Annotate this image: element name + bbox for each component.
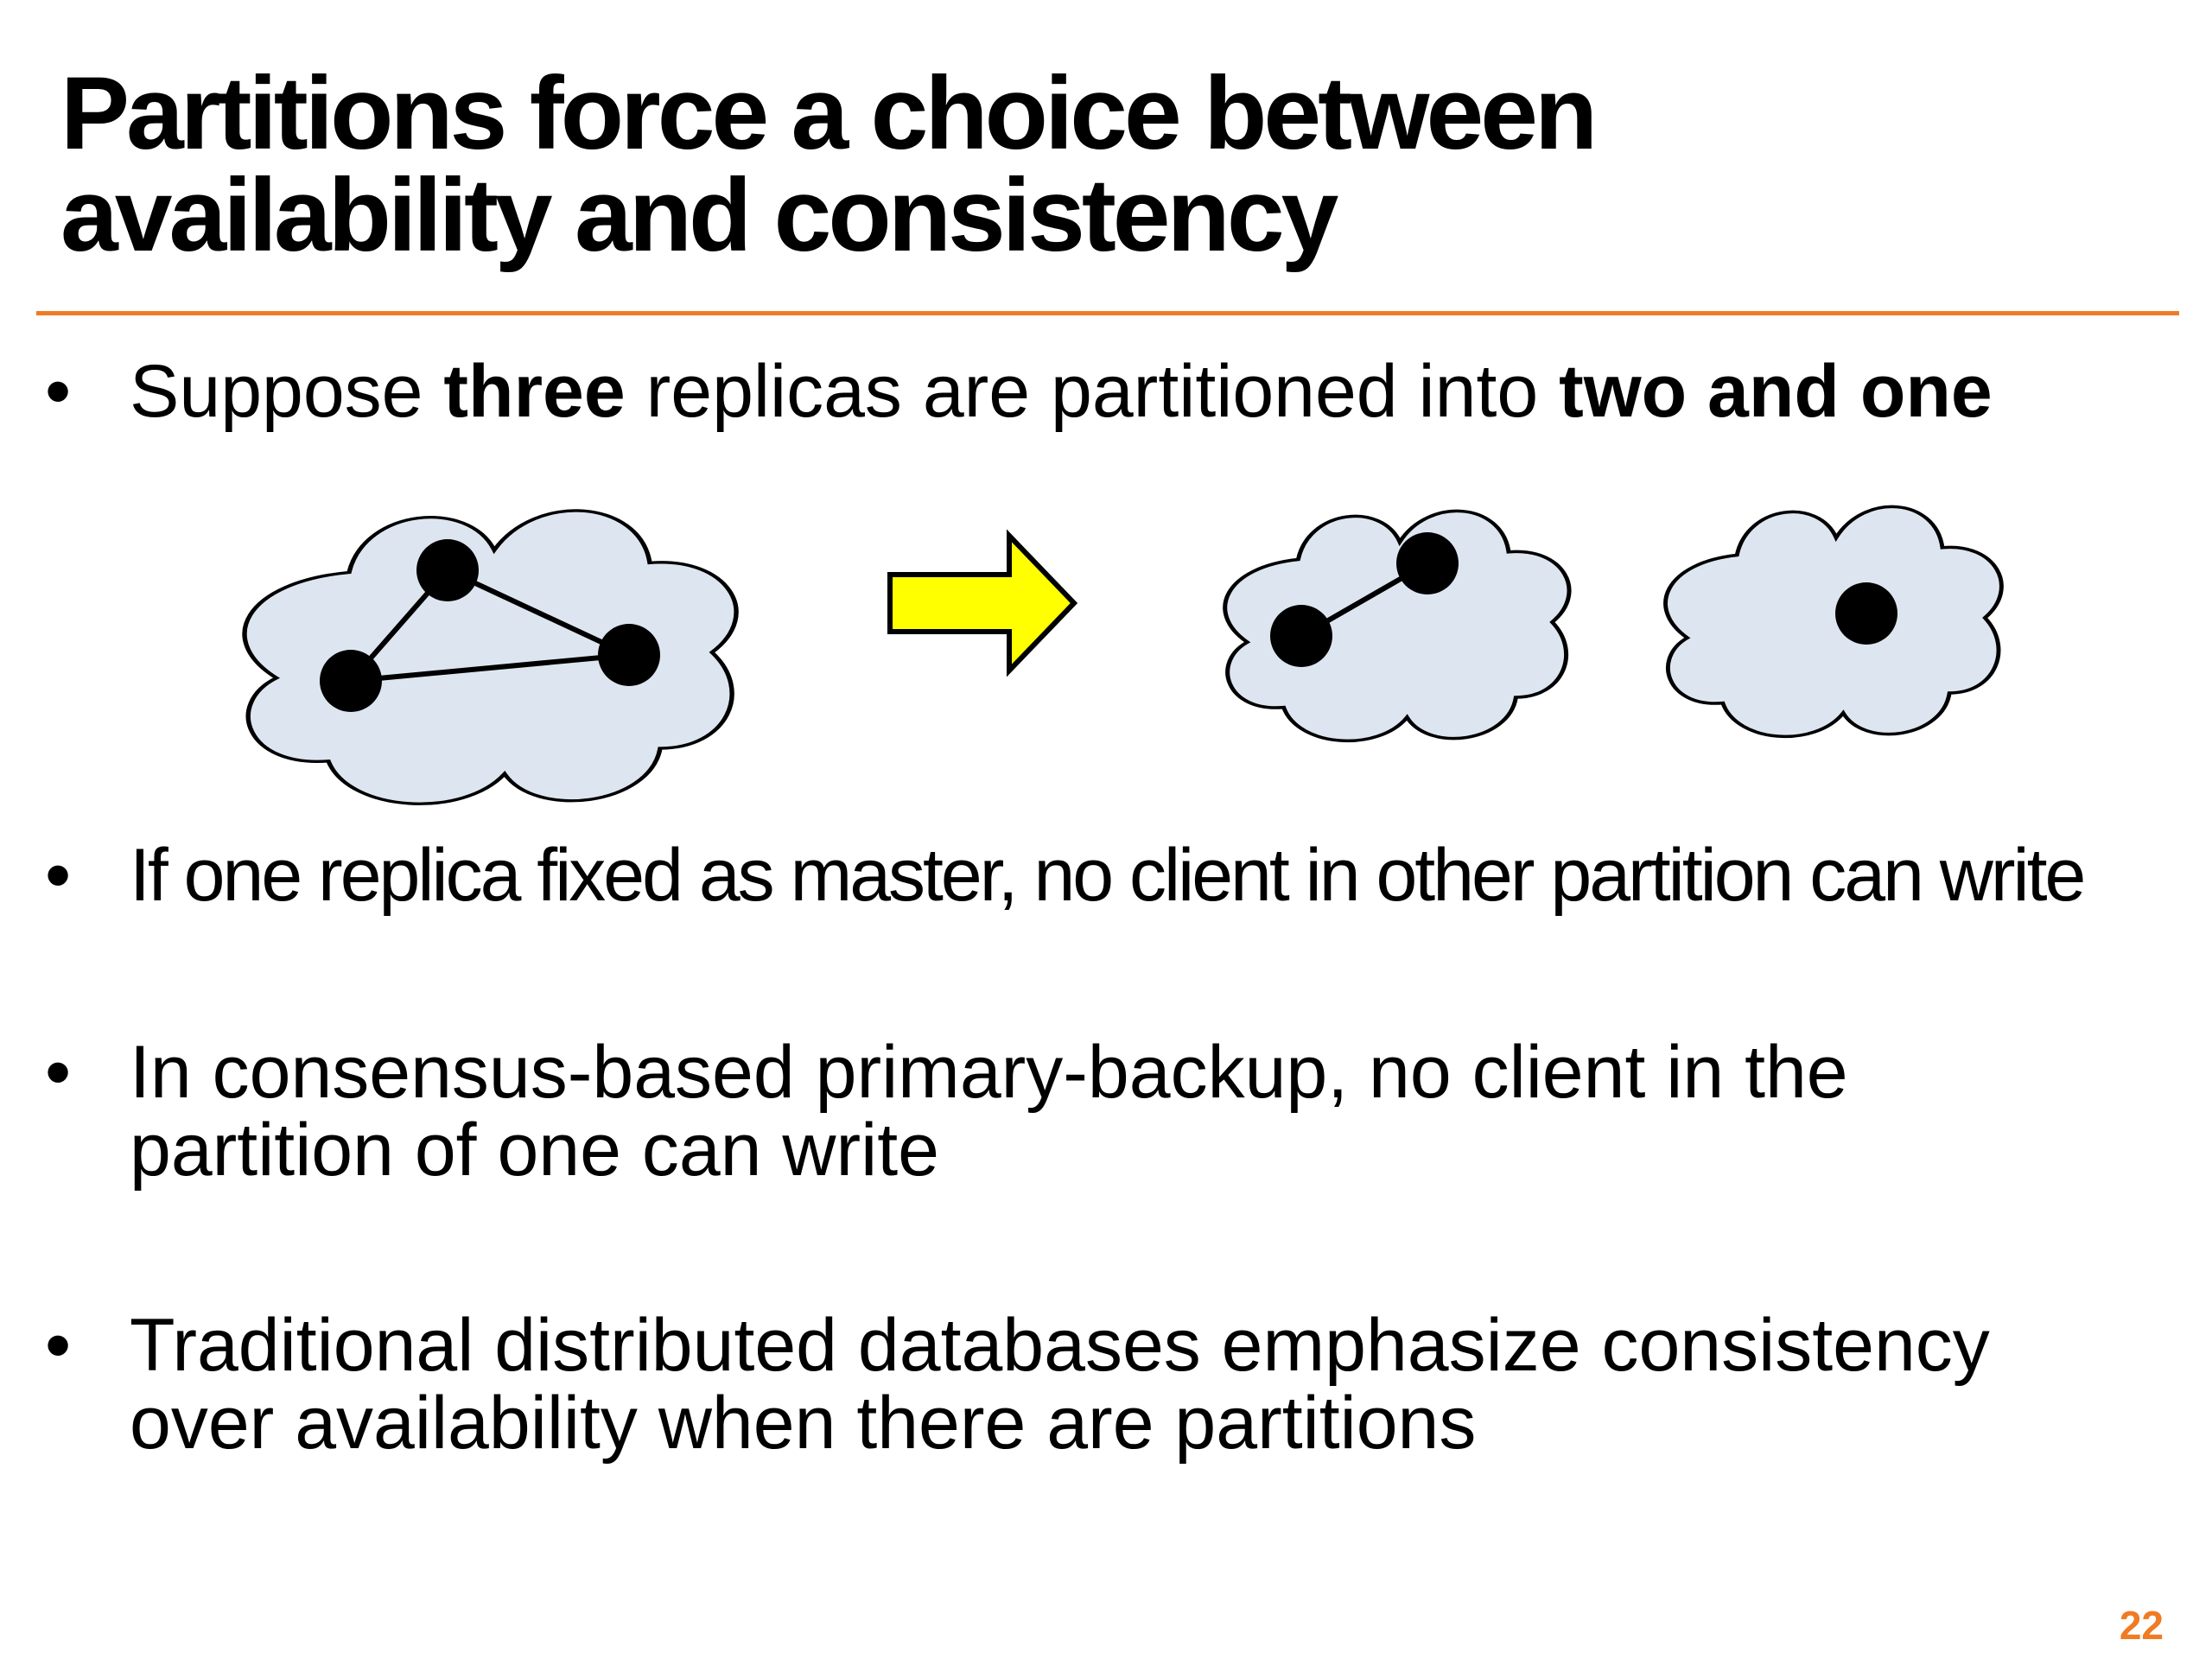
replica-pair (1270, 532, 1459, 667)
replica-node-icon (1270, 605, 1332, 667)
bullet-4-line-2: over availability when there are partiti… (130, 1382, 1477, 1465)
bullet-1-text: Suppose three replicas are partitioned i… (130, 353, 2165, 430)
bullet-marker: • (45, 1304, 72, 1387)
bullet-1-bold-two-and-one: two and one (1559, 350, 1993, 433)
title-divider (36, 311, 2179, 315)
partition-diagram (207, 467, 2074, 830)
bullet-1: • Suppose three replicas are partitioned… (40, 353, 2165, 430)
bullet-1-part-1: Suppose (130, 350, 444, 433)
replica-node-icon (1835, 582, 1897, 645)
slide-title: Partitions force a choice between availa… (60, 55, 2117, 273)
slide-title-line-1: Partitions force a choice between (60, 55, 1598, 171)
replica-node-icon (320, 650, 382, 712)
bullet-3-line-2: partition of one can write (130, 1109, 939, 1192)
replica-node-icon (1396, 532, 1459, 594)
page-number: 22 (2119, 1603, 2164, 1648)
bullet-1-bold-three: three (443, 350, 626, 433)
cloud-icon (1666, 506, 2002, 736)
bullet-marker: • (45, 350, 72, 433)
bullet-2-line-1: If one replica fixed as master, no clien… (130, 834, 2086, 917)
bullet-4-line-1: Traditional distributed databases emphas… (130, 1304, 1990, 1387)
replica-node-icon (598, 624, 660, 686)
bullet-3: • In consensus-based primary-backup, no … (40, 1033, 2165, 1189)
bullet-4-text: Traditional distributed databases emphas… (130, 1306, 2165, 1462)
replica-triangle (320, 539, 660, 712)
bullet-3-text: In consensus-based primary-backup, no cl… (130, 1033, 2165, 1189)
slide-title-line-2: availability and consistency (60, 157, 1338, 273)
bullet-1-part-3: replicas are partitioned into (625, 350, 1560, 433)
bullet-marker: • (45, 834, 72, 917)
replica-node-icon (416, 539, 479, 601)
bullet-4: • Traditional distributed databases emph… (40, 1306, 2165, 1462)
cloud-icon (245, 511, 736, 804)
bullet-2: • If one replica fixed as master, no cli… (40, 836, 2165, 914)
right-arrow-icon (887, 529, 1078, 677)
bullet-3-line-1: In consensus-based primary-backup, no cl… (130, 1031, 1848, 1114)
bullet-marker: • (45, 1031, 72, 1114)
bullet-2-text: If one replica fixed as master, no clien… (130, 836, 2165, 914)
